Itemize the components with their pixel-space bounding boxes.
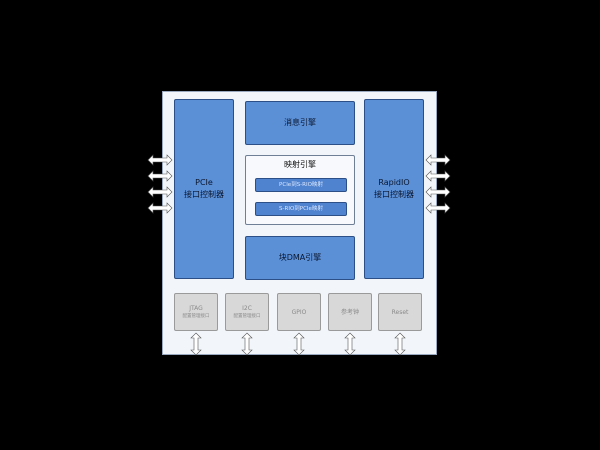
pcie-label-line2: 接口控制器 (184, 190, 224, 199)
i2c-sublabel: 配置管理接口 (233, 313, 261, 319)
double-arrow-icon (147, 186, 173, 198)
reset-block: Reset (378, 293, 422, 331)
double-arrow-icon (147, 154, 173, 166)
gpio-block: GPIO (277, 293, 321, 331)
double-arrow-icon (293, 332, 305, 356)
i2c-label: I2C (242, 304, 252, 312)
srio-to-pcie-label: S-RIO到PCIe映射 (279, 206, 323, 212)
rapidio-label-line2: 接口控制器 (374, 190, 414, 199)
jtag-block: JTAG 配置管理接口 (174, 293, 218, 331)
gpio-label: GPIO (291, 308, 307, 316)
double-arrow-icon (344, 332, 356, 356)
double-arrow-icon (147, 202, 173, 214)
double-arrow-icon (425, 202, 451, 214)
pcie-to-srio-label: PCIe到S-RIO映射 (279, 182, 323, 188)
refclk-label: 参考钟 (340, 308, 359, 316)
reset-label: Reset (391, 308, 409, 316)
message-engine-block: 消息引擎 (245, 101, 355, 145)
srio-to-pcie-mapping: S-RIO到PCIe映射 (255, 202, 347, 216)
pcie-to-srio-mapping: PCIe到S-RIO映射 (255, 178, 347, 192)
dma-engine-label: 块DMA引擎 (278, 253, 322, 262)
pcie-controller-block: PCIe 接口控制器 (174, 99, 234, 279)
jtag-sublabel: 配置管理接口 (182, 313, 210, 319)
jtag-label: JTAG (189, 304, 203, 312)
message-engine-label: 消息引擎 (284, 118, 316, 127)
dma-engine-block: 块DMA引擎 (245, 236, 355, 280)
double-arrow-icon (425, 154, 451, 166)
rapidio-label-line1: RapidIO (378, 178, 410, 187)
double-arrow-icon (425, 186, 451, 198)
i2c-block: I2C 配置管理接口 (225, 293, 269, 331)
rapidio-controller-block: RapidIO 接口控制器 (364, 99, 424, 279)
double-arrow-icon (190, 332, 202, 356)
pcie-label-line1: PCIe (195, 178, 213, 187)
refclk-block: 参考钟 (328, 293, 372, 331)
double-arrow-icon (241, 332, 253, 356)
double-arrow-icon (425, 170, 451, 182)
mapping-engine-title: 映射引擎 (284, 160, 316, 169)
mapping-engine-group: 映射引擎 PCIe到S-RIO映射 S-RIO到PCIe映射 (245, 155, 355, 225)
double-arrow-icon (147, 170, 173, 182)
double-arrow-icon (394, 332, 406, 356)
